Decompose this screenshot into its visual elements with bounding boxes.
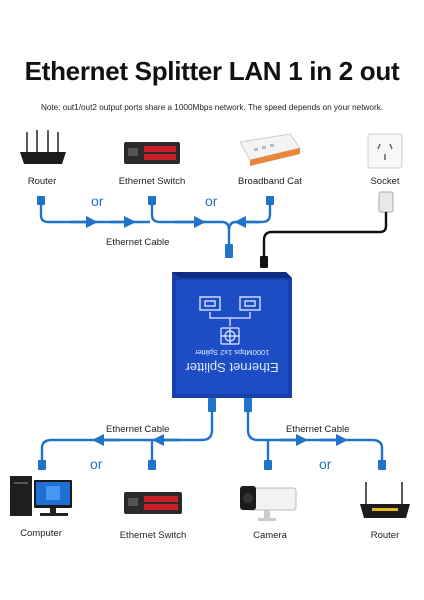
- device-spec: 1000Mbps 1x2 Splitter: [194, 348, 270, 357]
- switch-icon: [124, 142, 180, 164]
- network-globe-icon: [220, 327, 240, 345]
- or-label: or: [205, 193, 218, 209]
- power-cable: [260, 191, 394, 268]
- top-label-switch: Ethernet Switch: [118, 176, 186, 187]
- ethernet-splitter-device: [172, 272, 292, 398]
- rj45-connectors-splitter-out: [208, 398, 252, 412]
- switch-icon: [124, 492, 182, 514]
- modem-icon: [239, 133, 301, 166]
- top-ethernet-cables: [39, 200, 272, 244]
- or-label: or: [91, 193, 104, 209]
- port-icon-out1: [199, 296, 221, 311]
- bottom-label-camera: Camera: [253, 530, 287, 541]
- top-label-socket: Socket: [370, 176, 400, 187]
- rj45-connectors-bottom: [38, 460, 386, 470]
- rj45-connectors-top: [37, 196, 274, 258]
- computer-icon: [10, 476, 72, 516]
- bottom-ethernet-cables: [40, 412, 384, 462]
- power-socket-icon: [367, 133, 403, 169]
- top-label-modem: Broadband Cat: [238, 176, 302, 187]
- camera-icon: [240, 486, 297, 521]
- device-name: Ethernet Splitter: [185, 360, 279, 375]
- bottom-label-switch: Ethernet Switch: [119, 530, 187, 541]
- cable-label-input: Ethernet Cable: [106, 237, 170, 248]
- bottom-label-router: Router: [370, 530, 400, 541]
- bottom-label-computer: Computer: [20, 528, 62, 539]
- cable-label-out1: Ethernet Cable: [106, 424, 170, 435]
- router-icon: [20, 130, 66, 164]
- top-label-router: Router: [27, 176, 57, 187]
- port-icon-out2: [239, 296, 261, 311]
- page-title: Ethernet Splitter LAN 1 in 2 out: [24, 56, 400, 86]
- speed-note: Note: out1/out2 output ports share a 100…: [40, 103, 384, 112]
- or-label: or: [90, 456, 103, 472]
- router-icon: [360, 482, 410, 518]
- or-label: or: [319, 456, 332, 472]
- cable-label-out2: Ethernet Cable: [286, 424, 350, 435]
